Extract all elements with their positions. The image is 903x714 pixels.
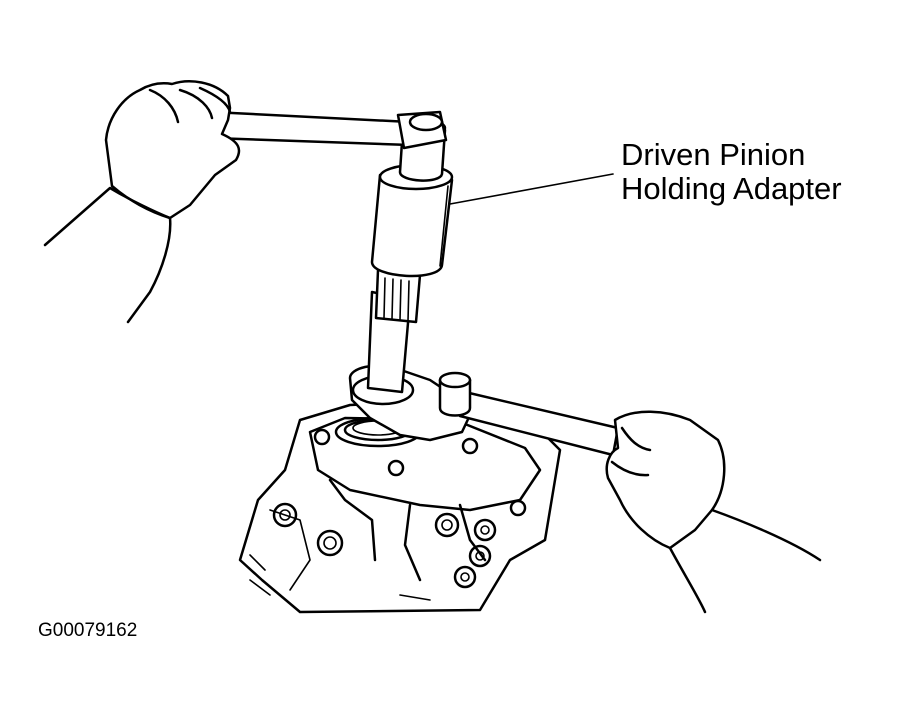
left-hand [43, 80, 241, 324]
callout-label-line-1: Driven Pinion [621, 137, 806, 172]
driven-pinion-holding-adapter [366, 118, 454, 394]
right-hand [605, 410, 822, 614]
figure-id-label: G00079162 [38, 620, 138, 641]
transmission-housing [238, 398, 562, 614]
callout-leader-line [449, 173, 614, 205]
callout-label-line-2: Holding Adapter [621, 171, 842, 206]
ratchet-breaker-bar [210, 110, 448, 150]
